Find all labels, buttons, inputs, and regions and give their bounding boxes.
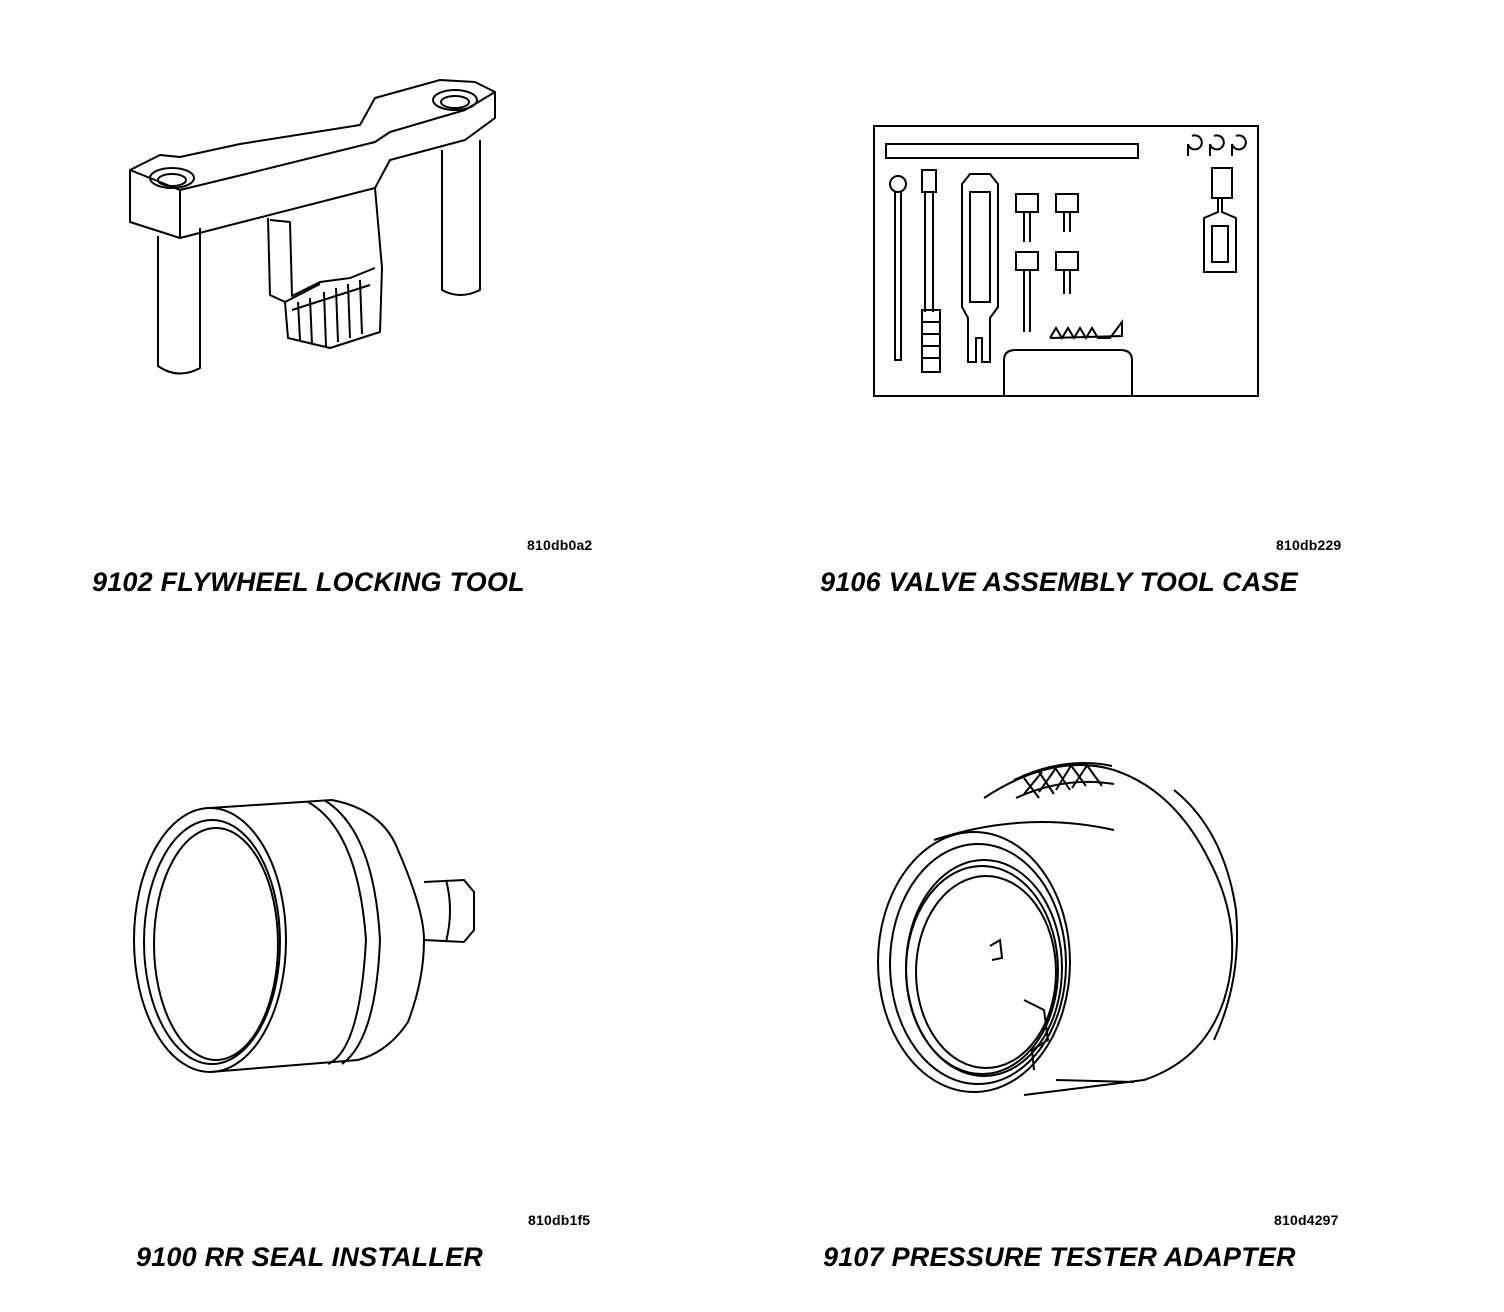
flywheel-locking-tool-illustration xyxy=(120,70,520,390)
figure-code: 810d4297 xyxy=(1274,1212,1339,1228)
tool-caption: 9107 PRESSURE TESTER ADAPTER xyxy=(823,1242,1296,1272)
tool-caption: 9102 FLYWHEEL LOCKING TOOL xyxy=(92,567,525,597)
figure-code: 810db229 xyxy=(1276,537,1342,553)
valve-assembly-tool-case-illustration xyxy=(870,122,1262,400)
tool-caption: 9106 VALVE ASSEMBLY TOOL CASE xyxy=(820,567,1298,597)
pressure-tester-adapter-illustration xyxy=(874,750,1254,1100)
tool-caption: 9100 RR SEAL INSTALLER xyxy=(136,1242,483,1272)
figure-code: 810db0a2 xyxy=(527,537,593,553)
figure-code: 810db1f5 xyxy=(528,1212,591,1228)
rr-seal-installer-illustration xyxy=(128,790,498,1080)
